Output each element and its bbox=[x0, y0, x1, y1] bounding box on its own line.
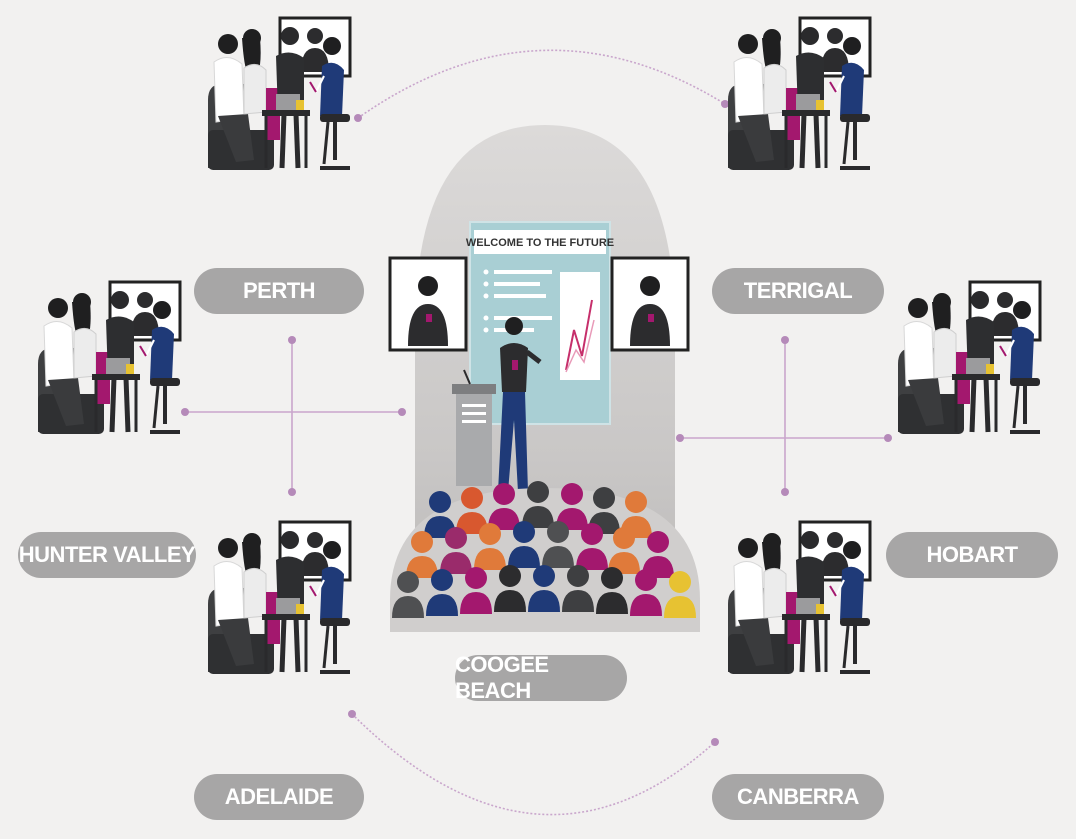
connector-lines bbox=[185, 49, 888, 816]
meeting-group-icon bbox=[208, 522, 350, 674]
meeting-group-icon bbox=[208, 18, 350, 170]
meeting-group-icon bbox=[728, 18, 870, 170]
video-screen-icon bbox=[610, 256, 690, 352]
audience-icon bbox=[390, 481, 700, 632]
location-label-hub: COOGEE BEACH bbox=[455, 652, 627, 703]
meeting-group-icon bbox=[728, 522, 870, 674]
meeting-group-icon bbox=[898, 282, 1040, 434]
connector-dots bbox=[181, 100, 892, 746]
location-label-terrigal: TERRIGAL bbox=[712, 268, 884, 314]
location-label-adelaide: ADELAIDE bbox=[194, 774, 364, 820]
location-label-hobart: HOBART bbox=[886, 532, 1058, 578]
connector-adelaide-canberra bbox=[351, 713, 716, 816]
hub-venue: WELCOME TO THE FUTURE bbox=[388, 125, 700, 632]
video-screen-icon bbox=[388, 256, 468, 352]
location-label-perth: PERTH bbox=[194, 268, 364, 314]
meeting-group-icon bbox=[38, 282, 180, 434]
connector-perth-terrigal bbox=[357, 49, 726, 119]
presenter-icon bbox=[498, 317, 542, 492]
location-label-canberra: CANBERRA bbox=[712, 774, 884, 820]
location-label-hunter-valley: HUNTER VALLEY bbox=[18, 532, 196, 578]
slide-title: WELCOME TO THE FUTURE bbox=[466, 237, 614, 249]
podium-icon bbox=[452, 369, 496, 486]
